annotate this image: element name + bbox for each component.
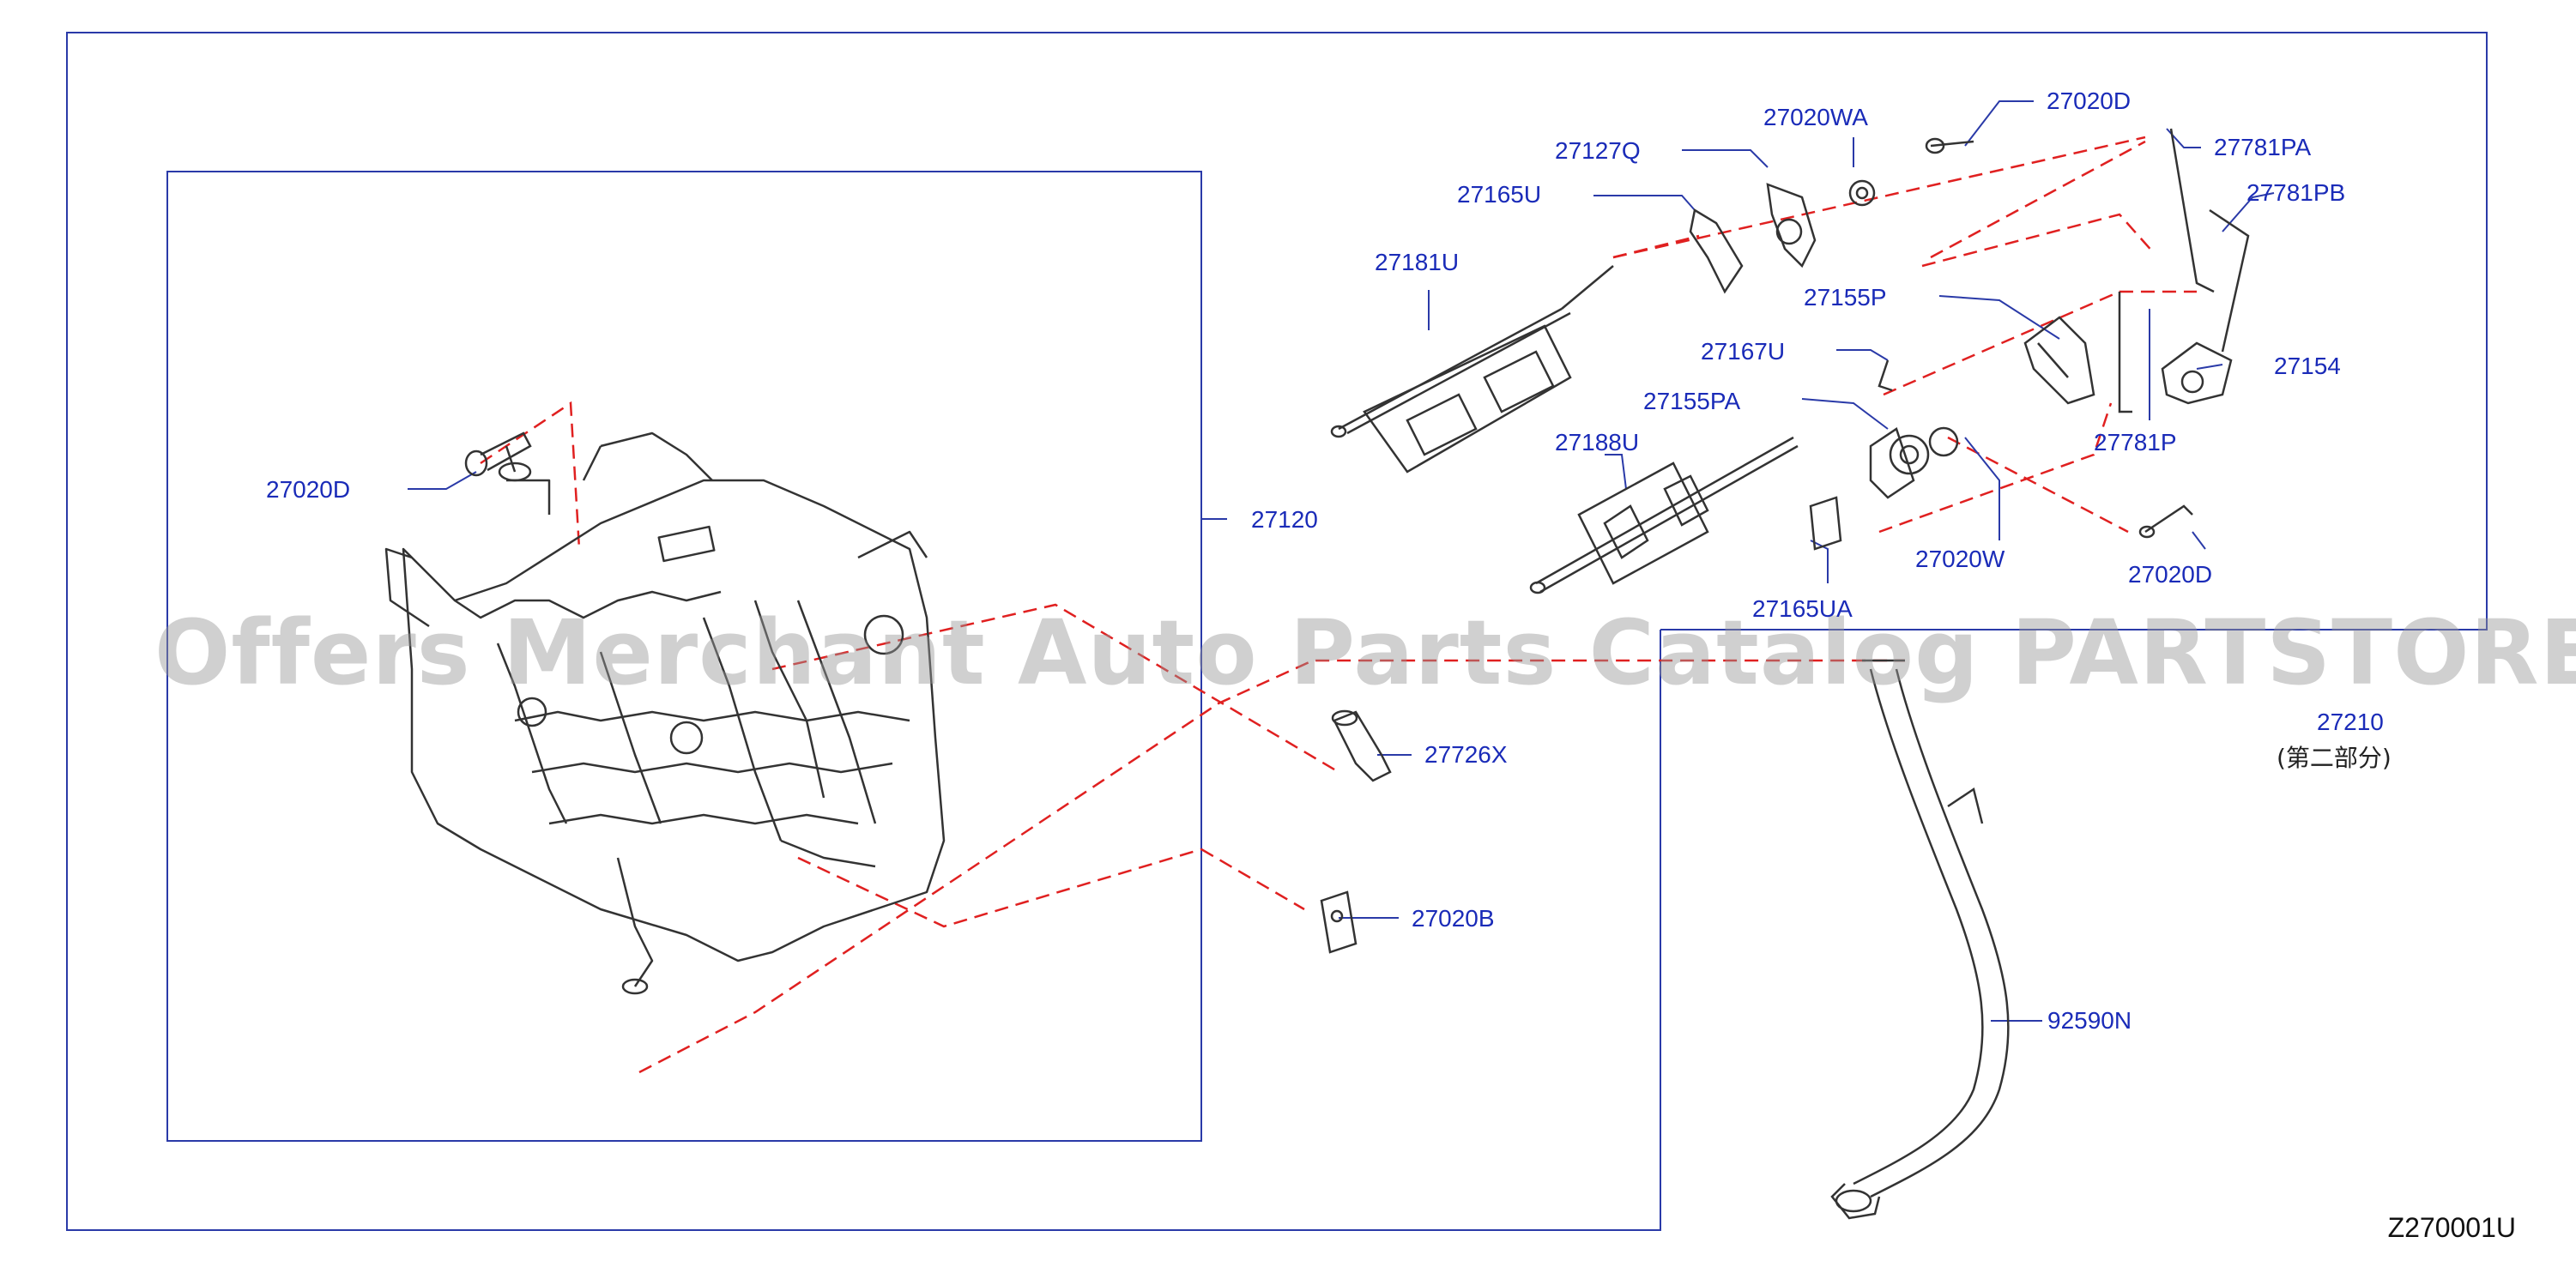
label-27181u[interactable]: 27181U bbox=[1375, 249, 1460, 275]
heater-unit-housing bbox=[384, 431, 946, 995]
hose-92590n bbox=[1830, 659, 2010, 1220]
diagram-id: Z270001U bbox=[2387, 1212, 2516, 1243]
door-27188u bbox=[1529, 436, 1799, 594]
label-27210[interactable]: 27210 bbox=[2317, 709, 2384, 735]
leader-lines bbox=[408, 100, 2275, 1022]
bolt-27020d-left bbox=[464, 431, 532, 477]
label-27020d-right[interactable]: 27020D bbox=[2128, 561, 2213, 588]
label-27020wa[interactable]: 27020WA bbox=[1763, 104, 1868, 130]
label-27167u[interactable]: 27167U bbox=[1701, 338, 1786, 365]
label-27155pa[interactable]: 27155PA bbox=[1643, 388, 1741, 414]
label-27127q[interactable]: 27127Q bbox=[1555, 137, 1641, 164]
label-27155p[interactable]: 27155P bbox=[1804, 284, 1887, 311]
sensor-27726x bbox=[1331, 709, 1392, 782]
inner-frame bbox=[166, 171, 1202, 1142]
frame-lines bbox=[66, 32, 2488, 1231]
label-27020d-top[interactable]: 27020D bbox=[2047, 87, 2132, 114]
watermark: Offers Merchant Auto Parts Catalog PARTS… bbox=[154, 600, 2576, 705]
label-27726x[interactable]: 27726X bbox=[1424, 741, 1508, 768]
label-27210-note: (第二部分) bbox=[2277, 744, 2392, 772]
door-27181u bbox=[1330, 265, 1614, 474]
label-27165u[interactable]: 27165U bbox=[1457, 181, 1542, 208]
clip-27020b bbox=[1320, 890, 1358, 954]
actuator-parts bbox=[1689, 128, 2250, 551]
label-27188u[interactable]: 27188U bbox=[1555, 429, 1640, 456]
outer-frame bbox=[66, 32, 2488, 1231]
label-27781p[interactable]: 27781P bbox=[2094, 429, 2177, 456]
label-27020d-left[interactable]: 27020D bbox=[266, 476, 351, 503]
label-27020b[interactable]: 27020B bbox=[1412, 905, 1495, 932]
label-27781pb[interactable]: 27781PB bbox=[2246, 179, 2346, 206]
label-27020w[interactable]: 27020W bbox=[1915, 546, 2005, 572]
label-27154[interactable]: 27154 bbox=[2274, 353, 2341, 379]
label-27781pa[interactable]: 27781PA bbox=[2214, 134, 2312, 160]
label-92590n[interactable]: 92590N bbox=[2047, 1007, 2132, 1034]
label-27165ua[interactable]: 27165UA bbox=[1752, 595, 1853, 622]
label-27120[interactable]: 27120 bbox=[1251, 506, 1318, 533]
